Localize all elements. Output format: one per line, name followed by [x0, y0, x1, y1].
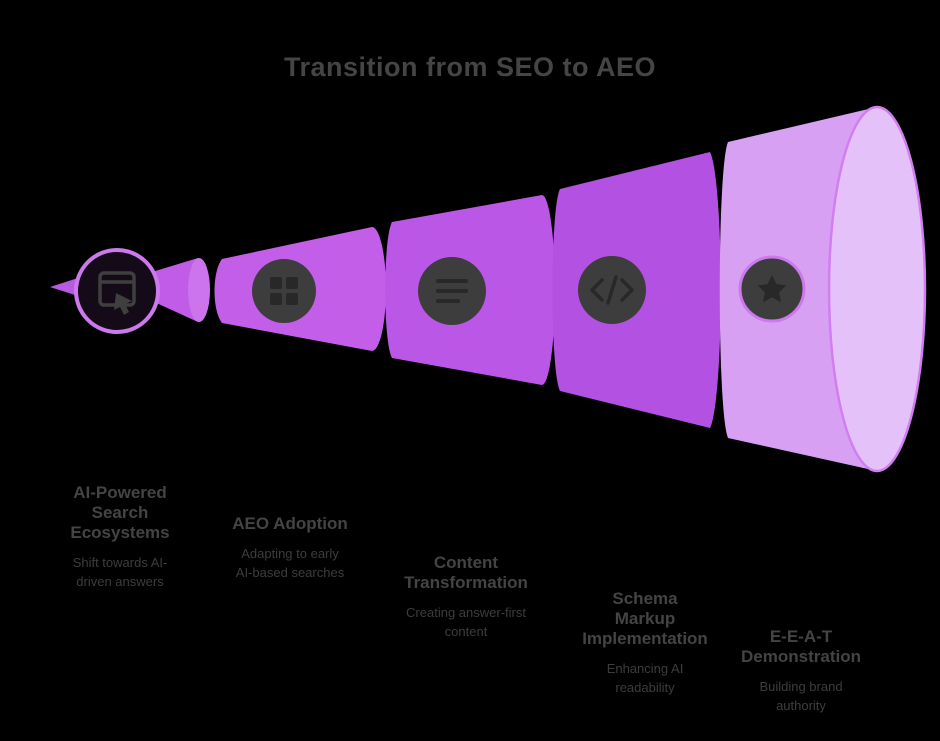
- stage-2-disc: [252, 259, 316, 323]
- stage-1-title: AI-Powered Search Ecosystems: [70, 483, 170, 542]
- stage-3-title: Content Transformation: [404, 553, 528, 592]
- stage-2-subtitle: Adapting to early AI-based searches: [235, 546, 345, 580]
- stage-1-subtitle: Shift towards AI- driven answers: [72, 555, 168, 589]
- megaphone-opening: [827, 105, 927, 473]
- stage-4-title: Schema Markup Implementation: [582, 589, 708, 648]
- stage-label-5: E-E-A-T Demonstration Building brand aut…: [713, 627, 889, 715]
- small-cone-cap: [188, 258, 210, 322]
- stage-5-title: E-E-A-T Demonstration: [741, 627, 861, 666]
- page-title: Transition from SEO to AEO: [283, 52, 657, 82]
- funnel-small-cone: [152, 258, 198, 322]
- stage-3-subtitle: Creating answer-first content: [406, 605, 526, 639]
- stage-label-4: Schema Markup Implementation Enhancing A…: [557, 589, 733, 697]
- stage-2-title: AEO Adoption: [232, 514, 348, 533]
- stage-label-1: AI-Powered Search Ecosystems Shift towar…: [32, 483, 208, 591]
- code-icon: [590, 275, 634, 305]
- document-icon: [436, 279, 468, 303]
- stage-5-subtitle: Building brand authority: [759, 679, 843, 713]
- stage-1-circle: [74, 248, 160, 334]
- browser-arrow-icon: [98, 271, 136, 315]
- stage-label-2: AEO Adoption Adapting to early AI-based …: [202, 514, 378, 582]
- grid-icon: [270, 277, 298, 305]
- stage-label-3: Content Transformation Creating answer-f…: [378, 553, 554, 641]
- star-badge-icon: [757, 275, 787, 303]
- stage-4-subtitle: Enhancing AI readability: [606, 661, 684, 695]
